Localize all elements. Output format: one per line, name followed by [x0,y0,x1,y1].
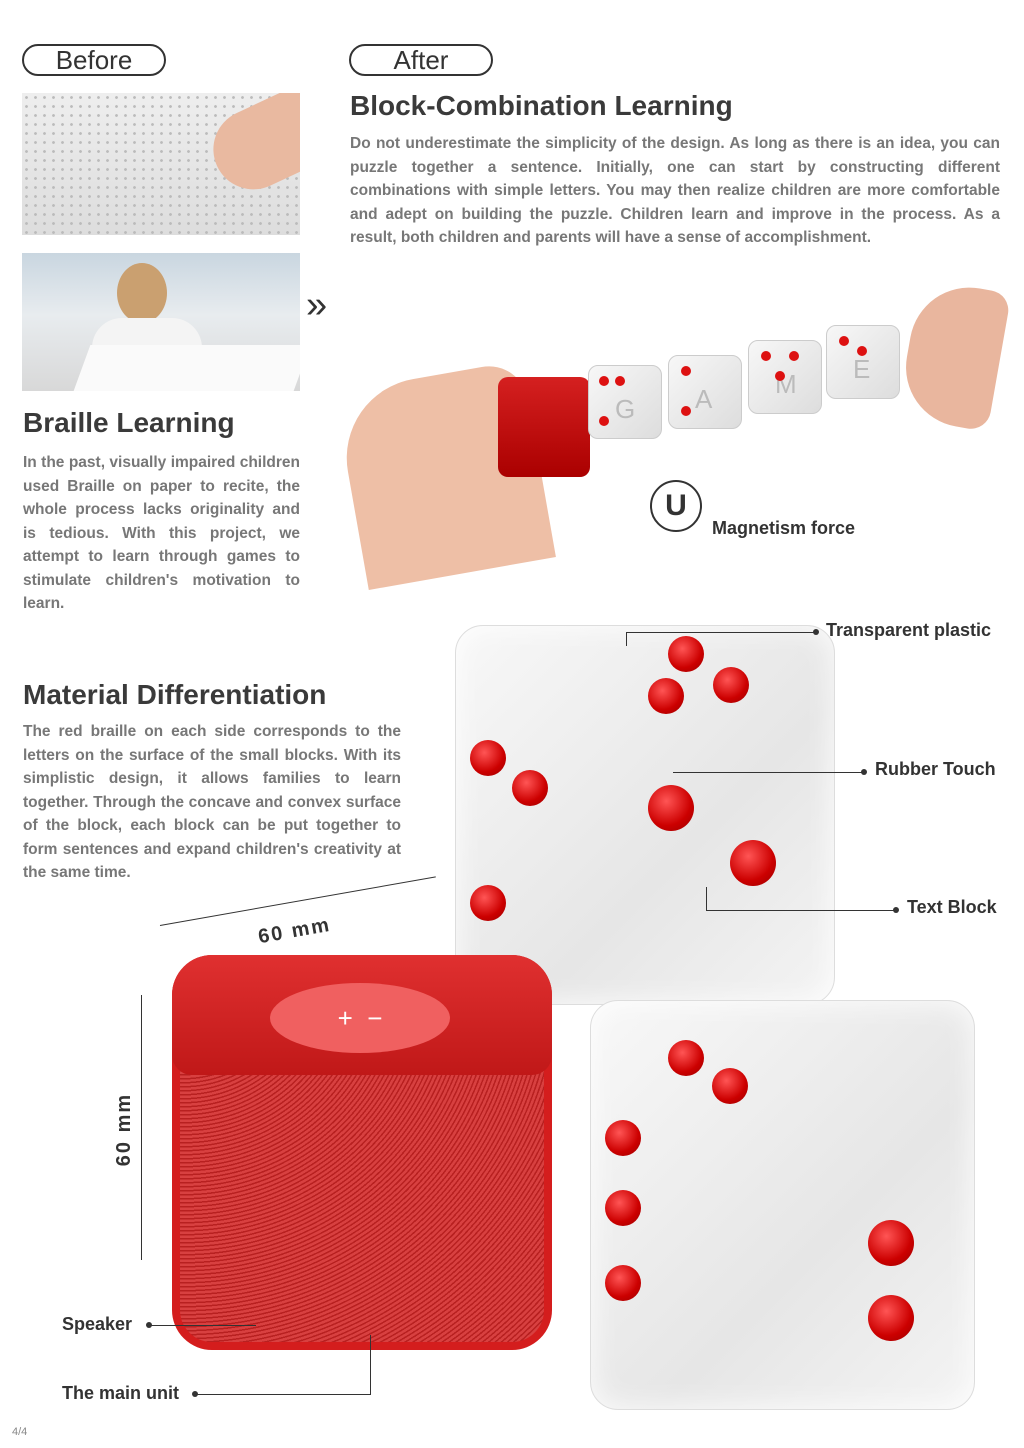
right-hand [896,278,1012,432]
letter-block: E [826,325,900,399]
height-dimension: 60 mm [113,1092,136,1167]
letter-block: G [588,365,662,439]
block-body: Do not underestimate the simplicity of t… [350,135,1000,246]
braille-paper-photo [22,93,300,235]
transparent-plastic-label: Transparent plastic [826,620,992,640]
speaker-main-unit: + − [172,955,552,1350]
letter-block: A [668,355,742,429]
speaker-label: Speaker [62,1314,133,1334]
material-body: The red braille on each side corresponds… [23,723,401,881]
text-block-label: Text Block [907,897,997,917]
chevron-right-icon: » [306,284,328,326]
material-title: Material Differentiation [23,679,327,710]
text-block-upper [455,625,835,1005]
after-label: After [349,44,493,76]
before-label: Before [22,44,166,76]
child-head [117,263,167,323]
main-unit-small [498,377,590,477]
magnet-icon: U [650,480,702,532]
magnetism-label: Magnetism force [712,518,856,538]
hand-illustration [200,93,300,203]
braille-body: In the past, visually impaired children … [23,454,300,612]
rubber-touch-label: Rubber Touch [875,759,996,779]
block-title: Block-Combination Learning [350,90,733,121]
text-block-lower [590,1000,975,1410]
width-dimension: 60 mm [256,913,333,949]
braille-title: Braille Learning [23,407,235,438]
letter-block: M [748,340,822,414]
main-unit-label: The main unit [62,1383,179,1403]
book [73,345,300,391]
volume-control: + − [270,983,450,1053]
child-reading-photo [22,253,300,391]
height-dimension-line [141,995,142,1260]
block-combination-illustration: G A M E U Magnetism force [334,278,1012,590]
page-number: 4/4 [12,1426,28,1438]
